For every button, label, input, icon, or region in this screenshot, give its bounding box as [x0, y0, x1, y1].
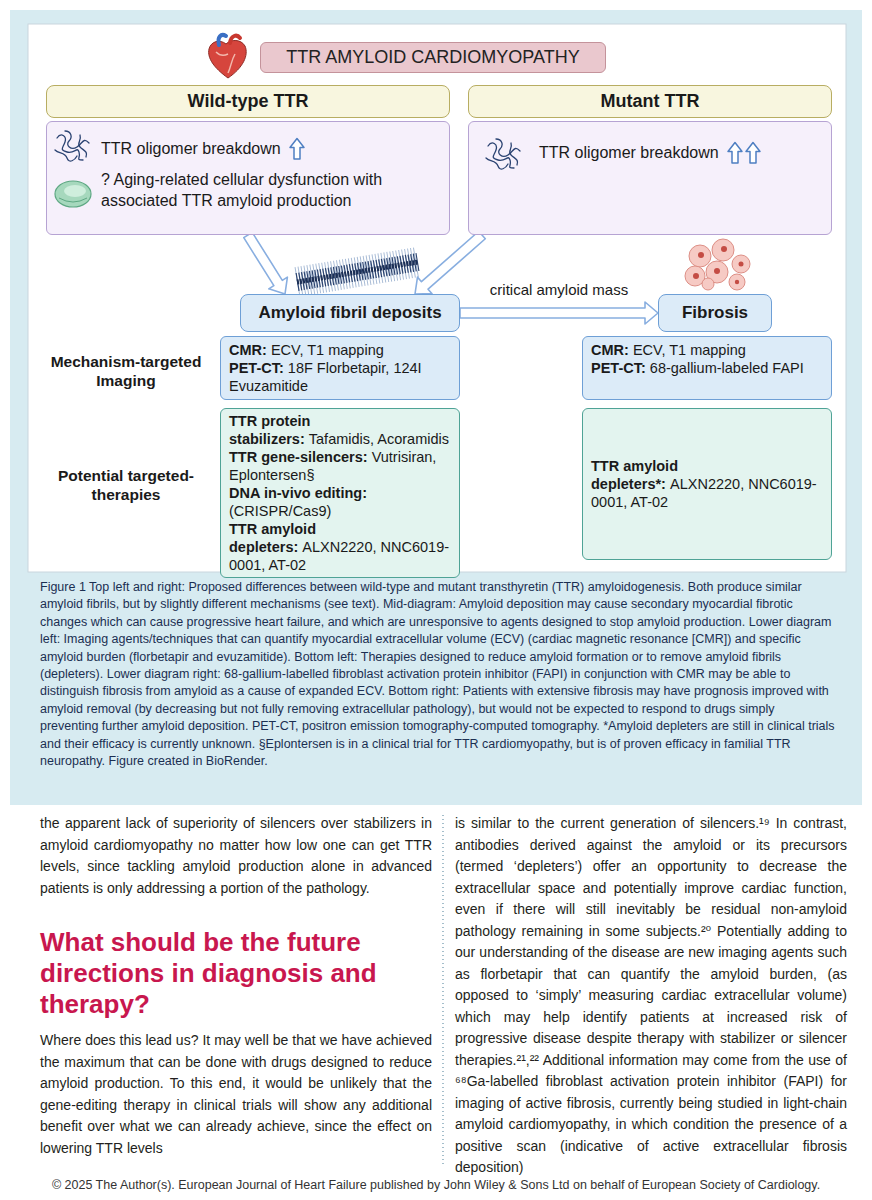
ttr-oligomer-icon	[51, 126, 97, 218]
term-value: Tafamidis, Acoramidis	[309, 431, 449, 447]
connector-label: critical amyloid mass	[487, 281, 631, 299]
text-line: TTR amyloid depleters:ALXN2220, NNC6019-…	[229, 520, 451, 574]
group-header: Wild-type TTR	[46, 85, 450, 118]
mechanism-box: TTR oligomer breakdown ? Aging-related ce…	[46, 121, 450, 235]
term-label: TTR amyloid depleters:	[229, 521, 316, 555]
term-value: Vutrisiran, Eplontersen§	[229, 449, 436, 483]
term-label: TTR amyloid depleters*:	[591, 458, 678, 492]
text-line: CMR:ECV, T1 mapping	[591, 341, 823, 359]
term-label: CMR:	[229, 342, 267, 358]
therapy-box: TTR amyloid depleters*:ALXN2220, NNC6019…	[582, 408, 832, 560]
text-line: TTR amyloid depleters*:ALXN2220, NNC6019…	[591, 457, 823, 511]
therapy-box: TTR protein stabilizers:Tafamidis, Acora…	[220, 408, 460, 578]
term-label: DNA in-vivo editing:	[229, 485, 367, 501]
body-paragraph: Where does this lead us? It may well be …	[40, 1030, 432, 1159]
process-box: Amyloid fibril deposits	[240, 294, 460, 332]
copyright-footer: © 2025 The Author(s). European Journal o…	[0, 1177, 872, 1193]
term-label: PET-CT:	[591, 360, 646, 376]
amyloid-fibril-illustration	[297, 262, 418, 282]
row-label: Potential targeted-therapies	[40, 466, 212, 504]
box-heading: Mutant TTR	[601, 91, 700, 113]
hollow-arrow	[244, 232, 288, 294]
term-value: ECV, T1 mapping	[633, 342, 746, 358]
term-value: 68-gallium-labeled FAPI	[650, 360, 804, 376]
group-header: Mutant TTR	[468, 85, 832, 118]
term-label: CMR:	[591, 342, 629, 358]
body-paragraph: the apparent lack of superiority of sile…	[40, 813, 432, 899]
figure-caption: Figure 1 Top left and right: Proposed di…	[40, 579, 835, 770]
term-value: ECV, T1 mapping	[271, 342, 384, 358]
box-text: TTR oligomer breakdown	[539, 142, 719, 164]
column-separator	[442, 815, 443, 1166]
hollow-arrow	[460, 302, 658, 324]
term-value: ALXN2220, NNC6019-0001, AT-02	[229, 539, 449, 573]
section-heading: What should be the future directions in …	[40, 927, 402, 1020]
term-label: TTR protein stabilizers:	[229, 413, 310, 447]
text-line: TTR gene-silencers:Vutrisiran, Eplonters…	[229, 448, 451, 484]
heart-icon	[209, 35, 247, 78]
box-heading: Fibrosis	[682, 303, 748, 323]
mechanism-box: TTR oligomer breakdown	[468, 121, 832, 235]
figure-title: TTR AMYLOID CARDIOMYOPATHY	[286, 47, 579, 68]
ttr-oligomer-icon	[483, 134, 527, 174]
term-value: ALXN2220, NNC6019-0001, AT-02	[591, 476, 817, 510]
text-line: PET-CT:68-gallium-labeled FAPI	[591, 359, 823, 377]
process-box: Fibrosis	[658, 294, 772, 332]
text-line: TTR protein stabilizers:Tafamidis, Acora…	[229, 412, 451, 448]
term-value: 18F Florbetapir, 124I Evuzamitide	[229, 360, 422, 394]
title-box: TTR AMYLOID CARDIOMYOPATHY	[260, 42, 606, 73]
imaging-box: CMR:ECV, T1 mappingPET-CT:18F Florbetapi…	[220, 336, 460, 400]
body-paragraph: is similar to the current generation of …	[455, 813, 847, 1179]
text-line: CMR:ECV, T1 mapping	[229, 341, 451, 359]
box-heading: Wild-type TTR	[188, 91, 309, 113]
row-label: Mechanism-targeted Imaging	[40, 352, 212, 390]
term-label: PET-CT:	[229, 360, 284, 376]
box-text: ? Aging-related cellular dysfunction wit…	[101, 169, 437, 212]
term-label: TTR gene-silencers:	[229, 449, 368, 465]
box-text: TTR oligomer breakdown	[101, 138, 281, 160]
hollow-arrow	[415, 231, 485, 294]
double-increase-arrow	[726, 141, 762, 165]
diagram-panel	[28, 24, 846, 572]
fibrosis-cells-illustration	[685, 239, 750, 290]
term-value: (CRISPR/Cas9)	[229, 503, 331, 519]
text-line: DNA in-vivo editing: (CRISPR/Cas9)	[229, 484, 451, 520]
imaging-box: CMR:ECV, T1 mappingPET-CT:68-gallium-lab…	[582, 336, 832, 400]
figure-band	[10, 10, 862, 805]
box-heading: Amyloid fibril deposits	[258, 303, 441, 323]
increase-arrow	[288, 137, 306, 161]
text-line: PET-CT:18F Florbetapir, 124I Evuzamitide	[229, 359, 451, 395]
